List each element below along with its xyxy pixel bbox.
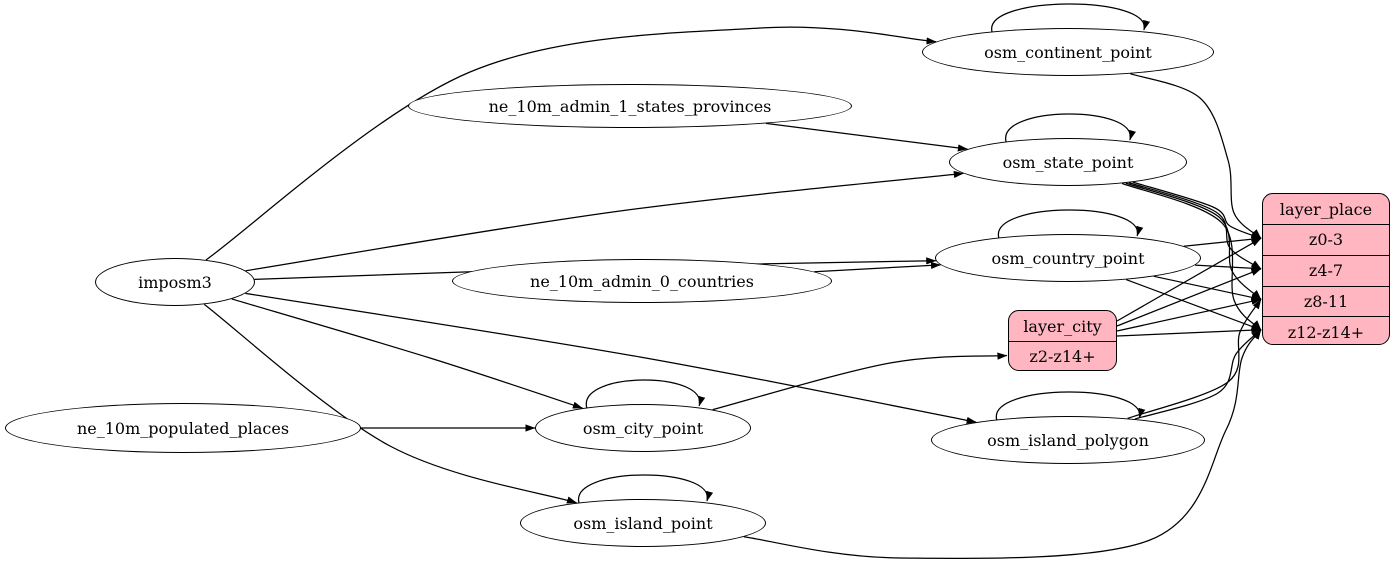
edge-osm_country_point-layer_place-z12-z14+: [1125, 279, 1262, 331]
edge-osm_island_point-layer_place-z12-z14+: [743, 329, 1262, 560]
record-header: layer_city: [1023, 316, 1102, 336]
record-row: z8-11: [1263, 285, 1389, 317]
edge-osm_continent_point-layer_place-z0-3: [1130, 73, 1262, 239]
edge-layer_city-layer_place-z0-3: [1116, 237, 1262, 322]
edge-ne_10m_admin_1_states_provinces-osm_state_point: [765, 122, 968, 152]
edge-layer_city-layer_place-z12-z14+: [1116, 326, 1262, 337]
node-ne_10m_populated_places: ne_10m_populated_places: [5, 403, 361, 453]
node-label: osm_state_point: [1002, 152, 1134, 172]
edge-osm_island_point-osm_island_point: [578, 474, 714, 504]
record-row: z12-z14+: [1263, 316, 1389, 344]
node-label: ne_10m_populated_places: [76, 418, 290, 438]
edge-imposm3-osm_city_point: [231, 298, 583, 409]
node-label: osm_island_point: [573, 513, 713, 533]
node-layer_city: layer_city z2-z14+: [1008, 310, 1117, 371]
edge-osm_country_point-layer_place-z0-3: [1183, 235, 1262, 247]
edge-osm_city_point-osm_city_point: [586, 379, 706, 409]
node-osm_state_point: osm_state_point: [949, 138, 1187, 186]
node-imposm3: imposm3: [95, 258, 255, 306]
record-row: z0-3: [1263, 224, 1389, 255]
node-ne_10m_admin_1_states_provinces: ne_10m_admin_1_states_provinces: [408, 84, 852, 128]
node-label: osm_country_point: [991, 248, 1145, 268]
edge-osm_island_polygon-layer_place-z8-11: [1127, 298, 1262, 419]
edge-osm_island_polygon-osm_island_polygon: [996, 391, 1146, 421]
node-label: osm_island_polygon: [987, 430, 1149, 450]
node-label: imposm3: [138, 272, 212, 292]
node-label: osm_city_point: [582, 418, 704, 438]
edge-osm_country_point-layer_place-z4-7: [1195, 264, 1262, 272]
edge-imposm3-osm_state_point: [245, 170, 964, 272]
edge-osm_state_point-layer_place-z12-z14+: [1121, 182, 1262, 331]
node-osm_island_polygon: osm_island_polygon: [931, 416, 1205, 464]
edge-layer_city-layer_place-z8-11: [1116, 297, 1262, 332]
edge-osm_state_point-osm_state_point: [1005, 113, 1136, 143]
node-osm_city_point: osm_city_point: [535, 404, 751, 452]
record-row: z4-7: [1263, 254, 1389, 286]
record-header: layer_place: [1279, 199, 1373, 219]
node-osm_island_point: osm_island_point: [520, 499, 766, 547]
edge-osm_city_point-layer_city-z2-z14+: [712, 352, 1008, 411]
node-label: ne_10m_admin_0_countries: [530, 271, 754, 291]
edge-osm_island_polygon-layer_place-z12-z14+: [1134, 329, 1262, 420]
node-osm_country_point: osm_country_point: [935, 234, 1201, 282]
node-label: ne_10m_admin_1_states_provinces: [488, 96, 772, 116]
record-row: z2-z14+: [1009, 341, 1116, 370]
node-label: osm_continent_point: [984, 42, 1152, 62]
edge-osm_state_point-layer_place-z0-3: [1132, 181, 1262, 239]
edge-layer_city-layer_place-z4-7: [1116, 268, 1262, 327]
node-ne_10m_admin_0_countries: ne_10m_admin_0_countries: [452, 259, 832, 303]
edge-osm_country_point-layer_place-z8-11: [1153, 275, 1262, 301]
edge-imposm3-osm_island_point: [203, 303, 577, 504]
edge-osm_country_point-osm_country_point: [998, 209, 1144, 239]
edge-osm_continent_point-osm_continent_point: [991, 3, 1150, 33]
edge-ne_10m_admin_0_countries-osm_country_point: [814, 261, 941, 273]
edge-imposm3-osm_island_polygon: [245, 292, 977, 424]
node-osm_continent_point: osm_continent_point: [922, 28, 1214, 76]
edge-imposm3-osm_continent_point: [205, 26, 937, 261]
